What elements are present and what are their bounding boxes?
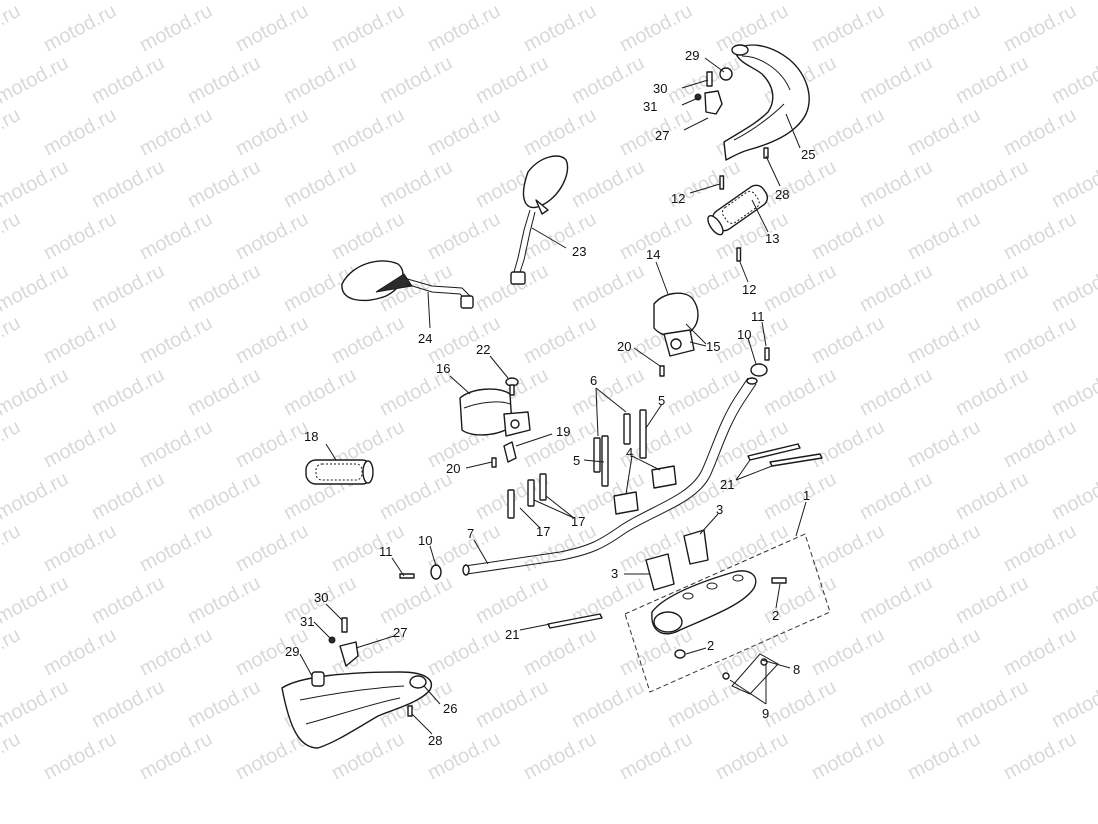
left-grip — [305, 459, 374, 485]
right-hand-guard — [723, 44, 810, 161]
left-guard-mount-parts — [311, 617, 359, 687]
callout-9: 9 — [762, 706, 769, 721]
risers-3 — [645, 529, 709, 591]
callout-4: 4 — [626, 445, 633, 460]
callout-8: 8 — [793, 662, 800, 677]
callout-20-left: 20 — [446, 461, 460, 476]
bolt-12-upper — [719, 175, 725, 190]
callout-3-upper: 3 — [716, 502, 723, 517]
screw-20-right — [659, 365, 665, 377]
bolt-2-lower — [674, 649, 686, 659]
callout-13: 13 — [765, 231, 779, 246]
callout-29-bottom: 29 — [285, 644, 299, 659]
straps-21 — [547, 443, 823, 629]
callout-10-right: 10 — [737, 327, 751, 342]
switch-bolts-17 — [507, 473, 547, 519]
bolt-2-right — [771, 577, 787, 584]
callout-28-bottom: 28 — [428, 733, 442, 748]
callout-23: 23 — [572, 244, 586, 259]
callout-5-left: 5 — [573, 453, 580, 468]
end-cap-10-left — [430, 564, 442, 580]
clamp-bolts-6 — [593, 413, 631, 473]
end-cap-10-right — [750, 363, 768, 377]
callout-11-right: 11 — [751, 309, 765, 324]
callout-31-top: 31 — [643, 99, 657, 114]
callout-leaders — [299, 57, 807, 735]
callout-11-left: 11 — [379, 544, 393, 559]
callout-14: 14 — [646, 247, 660, 262]
callout-26: 26 — [443, 701, 457, 716]
left-switch-housing — [459, 388, 531, 437]
bracket-8-and-bolts-9 — [722, 653, 779, 695]
callout-18: 18 — [304, 429, 318, 444]
bolt-11-left — [399, 573, 415, 579]
screw-20-left — [491, 457, 497, 468]
callout-31-bottom: 31 — [300, 614, 314, 629]
bolt-28-left — [407, 705, 413, 717]
triple-clamp — [651, 570, 757, 635]
right-switch-housing — [653, 292, 699, 357]
bracket-19 — [503, 441, 517, 463]
callout-labels: 29 30 31 27 25 28 12 13 23 14 12 24 15 2… — [285, 48, 815, 748]
callout-22: 22 — [476, 342, 490, 357]
callout-2-lower: 2 — [707, 638, 714, 653]
callout-17-left: 17 — [536, 524, 550, 539]
callout-25: 25 — [801, 147, 815, 162]
callout-5-right: 5 — [658, 393, 665, 408]
assembly-1-dashed-outline — [624, 533, 831, 693]
bolt-12-lower — [736, 247, 742, 262]
callout-19: 19 — [556, 424, 570, 439]
right-grip — [707, 184, 769, 236]
callout-10-left: 10 — [418, 533, 432, 548]
callout-16: 16 — [436, 361, 450, 376]
right-mirror — [510, 155, 569, 285]
callout-27-bottom: 27 — [393, 625, 407, 640]
left-hand-guard — [281, 671, 433, 749]
callout-3-lower: 3 — [611, 566, 618, 581]
handlebar — [462, 377, 758, 576]
callout-21-upper: 21 — [720, 477, 734, 492]
screw-22 — [505, 377, 519, 396]
clamp-bolts-5 — [601, 409, 647, 487]
callout-7: 7 — [467, 526, 474, 541]
callout-21-lower: 21 — [505, 627, 519, 642]
upper-clamps-4 — [613, 465, 677, 515]
callout-2-right: 2 — [772, 608, 779, 623]
callout-17-right: 17 — [571, 514, 585, 529]
callout-30-bottom: 30 — [314, 590, 328, 605]
callout-24: 24 — [418, 331, 432, 346]
callout-28-top: 28 — [775, 187, 789, 202]
bolt-28-right — [763, 147, 769, 159]
callout-20-right: 20 — [617, 339, 631, 354]
callout-27-top: 27 — [655, 128, 669, 143]
callout-12-upper: 12 — [671, 191, 685, 206]
callout-30-top: 30 — [653, 81, 667, 96]
callout-15: 15 — [706, 339, 720, 354]
callout-6: 6 — [590, 373, 597, 388]
callout-12-lower: 12 — [742, 282, 756, 297]
left-mirror — [341, 260, 474, 309]
callout-1: 1 — [803, 488, 810, 503]
callout-29-top: 29 — [685, 48, 699, 63]
right-guard-mount-parts — [694, 67, 733, 115]
bolt-11-right — [764, 347, 770, 361]
